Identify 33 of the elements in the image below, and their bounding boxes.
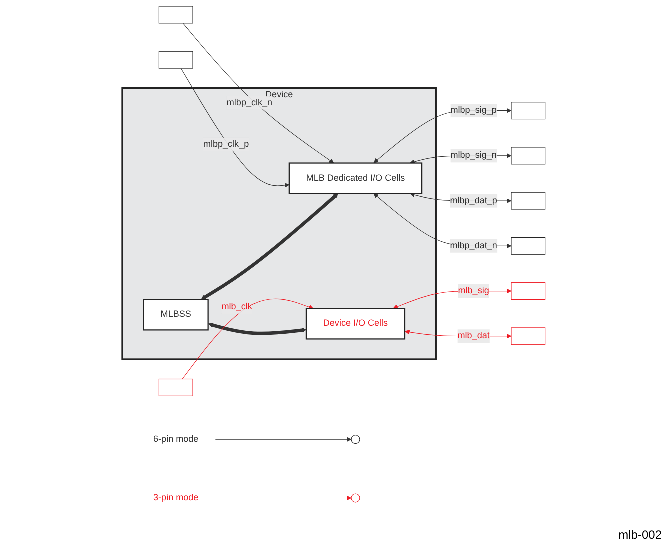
edge-label: mlbp_clk_n [226,98,273,108]
edge-label: mlb_clk [222,302,252,312]
edge-label: mlbp_clk_p [204,139,250,150]
edge-label: mlbp_dat_n [450,241,498,251]
node-box [158,6,194,24]
edge-label: mlb_sig [458,286,490,296]
node-box [511,282,546,300]
node-box [511,192,546,210]
arrow [208,322,307,336]
node-text: 6-pin mode [154,434,199,444]
arrow [182,298,314,380]
node-box [511,328,546,346]
node-box [511,102,546,120]
figure-id-label: mlb-002 [618,528,662,542]
node-circle [351,435,360,444]
node-box [158,378,194,396]
node-box [511,237,546,255]
arrow [215,437,352,442]
edge-label: mlbp_sig_p [450,106,497,116]
arrow [201,194,339,300]
arrow [180,68,290,188]
node-circle [351,494,360,503]
arrow [215,496,352,501]
edge-label: mlbp_dat_p [450,196,498,206]
arrow [182,23,334,164]
edge-label: mlbp_sig_n [450,150,497,160]
edge-label: mlb_dat [458,331,490,341]
node-text: 3-pin mode [154,493,199,503]
node-box: Device I/O Cells [306,308,406,340]
node-box [158,51,194,69]
node-box: MLB Dedicated I/O Cells [288,162,423,194]
node-box: MLBSS [143,299,209,331]
node-box [511,147,546,165]
